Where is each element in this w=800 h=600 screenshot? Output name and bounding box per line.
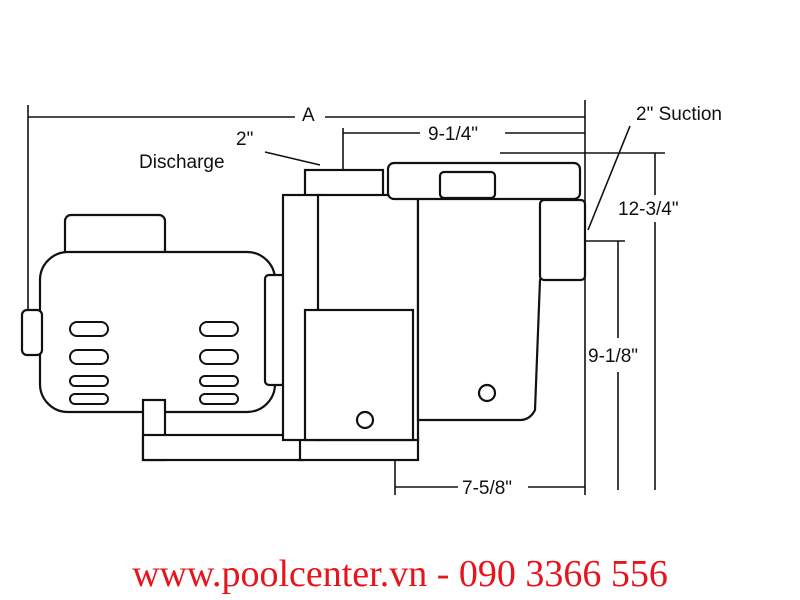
width-top-label: 9-1/4" [428,124,478,145]
discharge-label: Discharge [139,152,225,173]
base [141,398,420,462]
suction-label: 2" Suction [636,104,722,125]
height-suction-label: 9-1/8" [588,346,638,367]
contact-footer: www.poolcenter.vn - 090 3366 556 [132,553,668,595]
discharge-size-label: 2" [236,129,253,150]
base-length-label: 7-5/8" [462,478,512,499]
dimension-a-label: A [302,105,315,126]
height-total-label: 12-3/4" [618,199,679,220]
motor [20,213,287,414]
pump-body [281,161,587,442]
